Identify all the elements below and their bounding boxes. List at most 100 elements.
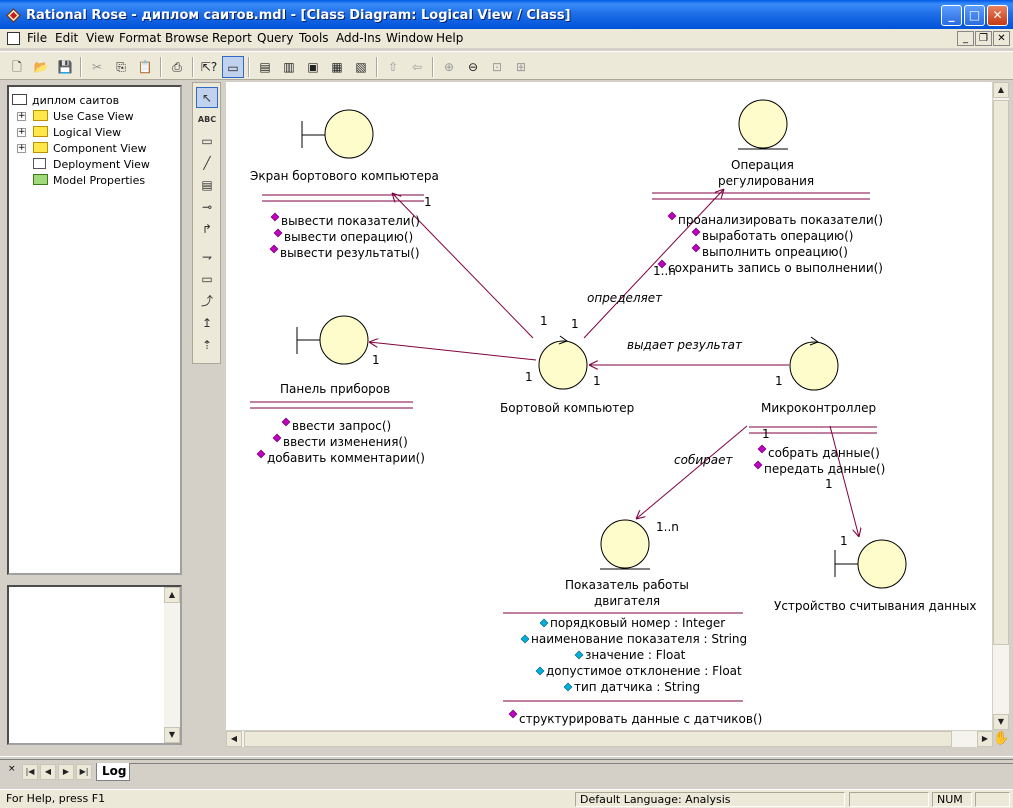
scroll-thumb[interactable] bbox=[993, 100, 1009, 645]
multiplicity[interactable]: 1..n bbox=[656, 520, 679, 534]
anchor-tool-icon[interactable]: ╱ bbox=[203, 156, 211, 170]
document-icon[interactable] bbox=[7, 32, 20, 45]
unidirectional-association-icon[interactable]: ⇁ bbox=[201, 250, 213, 264]
entity-class-icon[interactable] bbox=[738, 99, 788, 149]
deployment-diagram-icon[interactable]: ▦ bbox=[331, 60, 343, 74]
print-icon[interactable]: ⎙ bbox=[172, 60, 182, 74]
expand-icon[interactable]: + bbox=[17, 127, 26, 137]
class-name-screen[interactable]: Экран бортового компьютера bbox=[250, 169, 439, 183]
operation[interactable]: вывести показатели() bbox=[281, 214, 420, 228]
operation[interactable]: собрать данные() bbox=[768, 446, 880, 460]
realize-tool-icon[interactable]: ⇡ bbox=[201, 338, 213, 352]
operation[interactable]: добавить комментарии() bbox=[267, 451, 425, 465]
operation[interactable]: ввести запрос() bbox=[292, 419, 392, 433]
multiplicity[interactable]: 1 bbox=[571, 317, 579, 331]
multiplicity[interactable]: 1 bbox=[424, 195, 432, 209]
operation[interactable]: выполнить опреацию() bbox=[702, 245, 848, 259]
class-name-reader[interactable]: Устройство считывания данных bbox=[774, 599, 977, 613]
tab-next-button[interactable]: ▶ bbox=[58, 764, 74, 780]
scroll-right-button[interactable]: ▶ bbox=[977, 731, 993, 747]
interface-tool-icon[interactable]: ⊸ bbox=[201, 200, 213, 214]
minimize-button[interactable]: _ bbox=[941, 5, 962, 26]
boundary-class-icon[interactable] bbox=[324, 109, 374, 159]
multiplicity[interactable]: 1 bbox=[825, 477, 833, 491]
operation[interactable]: сохранить запись о выполнении() bbox=[668, 261, 883, 275]
operation[interactable]: структурировать данные с датчиков() bbox=[519, 712, 763, 726]
multiplicity[interactable]: 1 bbox=[840, 534, 848, 548]
tree-item-deployment-view[interactable]: Deployment View bbox=[9, 156, 179, 172]
operation[interactable]: проанализировать показатели() bbox=[678, 213, 883, 227]
association-tool-icon[interactable]: ↱ bbox=[201, 222, 213, 236]
association-label-defines[interactable]: определяет bbox=[587, 291, 663, 305]
scroll-up-button[interactable]: ▲ bbox=[993, 82, 1009, 98]
multiplicity[interactable]: 1 bbox=[372, 353, 380, 367]
generalization-tool-icon[interactable]: ↥ bbox=[201, 316, 213, 330]
paste-icon[interactable]: 📋 bbox=[137, 60, 153, 74]
scroll-up-button[interactable]: ▲ bbox=[164, 587, 180, 603]
menu-browse[interactable]: Browse bbox=[165, 31, 209, 45]
class-name-operation[interactable]: Операция bbox=[731, 158, 794, 172]
assoc-computer-panel[interactable] bbox=[369, 342, 537, 361]
menu-query[interactable]: Query bbox=[257, 31, 294, 45]
boundary-class-icon[interactable] bbox=[857, 539, 907, 589]
operation[interactable]: вывести операцию() bbox=[284, 230, 414, 244]
scroll-down-button[interactable]: ▼ bbox=[164, 727, 180, 743]
browse-previous-icon[interactable]: ⇦ bbox=[411, 60, 423, 74]
association-label-returns[interactable]: выдает результат bbox=[627, 338, 742, 352]
component-diagram-icon[interactable]: ▣ bbox=[307, 60, 319, 74]
documentation-pane[interactable]: ▲ ▼ bbox=[7, 585, 182, 745]
documentation-scrollbar[interactable]: ▲ ▼ bbox=[164, 587, 180, 743]
tree-root[interactable]: диплом саитов bbox=[9, 92, 179, 108]
view-browser-icon[interactable]: ▭ bbox=[222, 56, 244, 78]
zoom-in-icon[interactable]: ⊕ bbox=[443, 60, 455, 74]
class-tool-icon[interactable]: ▤ bbox=[201, 178, 213, 192]
maximize-button[interactable]: □ bbox=[964, 5, 985, 26]
package-tool-icon[interactable]: ▭ bbox=[201, 272, 213, 286]
selection-tool-icon[interactable]: ↖ bbox=[196, 87, 218, 108]
menu-view[interactable]: View bbox=[86, 31, 115, 45]
multiplicity[interactable]: 1 bbox=[762, 427, 770, 441]
class-name-computer[interactable]: Бортовой компьютер bbox=[500, 401, 635, 415]
attribute[interactable]: наименование показателя : String bbox=[531, 632, 748, 646]
diagram-vertical-scrollbar[interactable]: ▲ ▼ bbox=[993, 82, 1009, 730]
browse-parent-icon[interactable]: ⇧ bbox=[387, 60, 399, 74]
operation[interactable]: передать данные() bbox=[764, 462, 886, 476]
attribute[interactable]: тип датчика : String bbox=[574, 680, 701, 694]
operation[interactable]: ввести изменения() bbox=[283, 435, 408, 449]
multiplicity[interactable]: 1 bbox=[593, 374, 601, 388]
mdi-restore-button[interactable]: ❐ bbox=[975, 31, 992, 46]
menu-format[interactable]: Format bbox=[119, 31, 162, 45]
menu-help[interactable]: Help bbox=[436, 31, 464, 45]
copy-icon[interactable]: ⎘ bbox=[116, 60, 126, 74]
class-name-operation-line2[interactable]: регулирования bbox=[718, 174, 815, 188]
multiplicity[interactable]: 1..n bbox=[653, 264, 676, 278]
expand-icon[interactable]: + bbox=[17, 143, 26, 153]
mdi-minimize-button[interactable]: _ bbox=[957, 31, 974, 46]
tree-item-model-properties[interactable]: Model Properties bbox=[9, 172, 179, 188]
close-button[interactable]: ✕ bbox=[987, 5, 1008, 26]
control-class-icon[interactable] bbox=[789, 341, 839, 391]
expand-icon[interactable]: + bbox=[17, 111, 26, 121]
tree-item-component-view[interactable]: + Component View bbox=[9, 140, 179, 156]
tab-first-button[interactable]: |◀ bbox=[22, 764, 38, 780]
cut-icon[interactable]: ✂ bbox=[91, 60, 103, 74]
pan-hand-icon[interactable]: ✋ bbox=[993, 731, 1010, 746]
class-name-micro[interactable]: Микроконтроллер bbox=[761, 401, 877, 415]
scroll-thumb[interactable] bbox=[244, 731, 952, 747]
menu-add-ins[interactable]: Add-Ins bbox=[336, 31, 381, 45]
note-tool-icon[interactable]: ▭ bbox=[201, 134, 213, 148]
menu-file[interactable]: File bbox=[27, 31, 48, 45]
multiplicity[interactable]: 1 bbox=[540, 314, 548, 328]
open-icon[interactable]: 📂 bbox=[33, 60, 49, 74]
menu-tools[interactable]: Tools bbox=[299, 31, 329, 45]
tab-log[interactable]: Log bbox=[96, 763, 130, 781]
assoc-micro-reader[interactable] bbox=[829, 425, 859, 537]
assoc-computer-screen[interactable] bbox=[392, 193, 534, 339]
attribute[interactable]: допустимое отклонение : Float bbox=[546, 664, 742, 678]
menu-window[interactable]: Window bbox=[386, 31, 434, 45]
scroll-left-button[interactable]: ◀ bbox=[226, 731, 242, 747]
attribute[interactable]: порядковый номер : Integer bbox=[550, 616, 726, 630]
statechart-diagram-icon[interactable]: ▧ bbox=[355, 60, 367, 74]
class-diagram-icon[interactable]: ▤ bbox=[259, 60, 271, 74]
interaction-diagram-icon[interactable]: ▥ bbox=[283, 60, 295, 74]
